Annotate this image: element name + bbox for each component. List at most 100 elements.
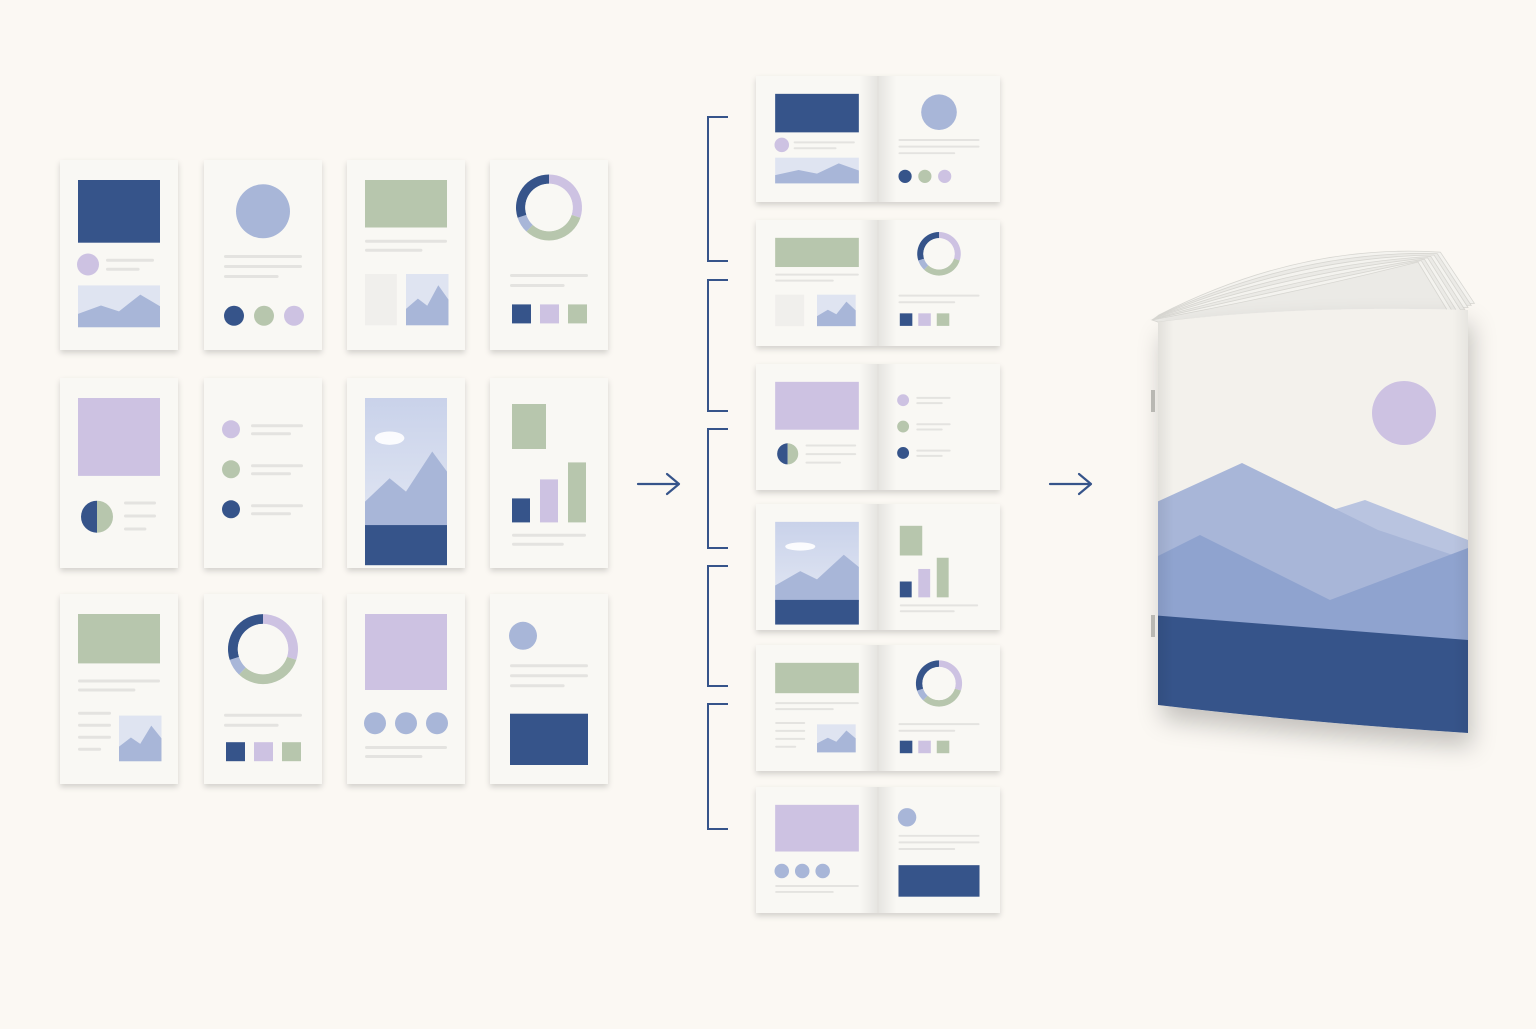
text-line <box>510 274 588 277</box>
spread-page-content <box>898 232 980 326</box>
bullet-dot <box>222 420 240 439</box>
dot <box>364 712 386 735</box>
dot <box>426 712 448 735</box>
text-line <box>916 449 951 452</box>
landscape-mountain <box>78 294 160 328</box>
landscape-mountain <box>775 554 859 602</box>
avatar-circle <box>897 808 917 827</box>
pie-icon <box>777 443 799 465</box>
donut-segment <box>938 660 963 691</box>
page-spread <box>756 645 1000 771</box>
swatch-square <box>918 740 931 754</box>
hero-block <box>78 398 160 476</box>
donut-hole <box>525 183 573 232</box>
donut-segment <box>924 258 960 276</box>
dot <box>284 305 304 326</box>
text-line <box>251 512 291 516</box>
text-line <box>251 432 291 436</box>
chart-block <box>899 525 923 556</box>
individual-pages-grid <box>60 160 608 784</box>
text-line <box>510 284 565 287</box>
text-line <box>78 723 112 727</box>
hero-block <box>775 381 859 430</box>
page-spread <box>756 504 1000 630</box>
hero-block <box>775 93 859 133</box>
landscape-image <box>775 157 859 184</box>
donut-segment <box>526 214 581 241</box>
bullet-list <box>897 394 951 459</box>
header-block <box>775 237 859 268</box>
text-line <box>224 265 302 268</box>
text-line <box>898 841 980 844</box>
spread-page-content <box>775 237 859 327</box>
bar <box>512 498 530 523</box>
placeholder-block <box>365 274 397 326</box>
landscape-mountain <box>775 163 859 184</box>
landscape-image <box>365 398 447 566</box>
chart-block <box>512 404 546 449</box>
staple <box>1151 615 1155 637</box>
page-thumbnail <box>204 160 322 350</box>
text-lines <box>898 723 980 732</box>
landscape-mountain <box>406 285 449 326</box>
text-lines <box>78 679 160 692</box>
swatch-square <box>899 313 913 326</box>
pairing-bracket <box>707 116 728 262</box>
page-thumbnail <box>60 378 178 568</box>
arrow-icon <box>1048 472 1093 496</box>
text-lines <box>793 141 855 150</box>
text-line <box>775 708 834 711</box>
text-line <box>365 239 447 243</box>
page-thumbnail <box>204 594 322 784</box>
text-line <box>898 294 980 297</box>
text-line <box>78 711 112 715</box>
bar <box>918 568 931 598</box>
staple <box>1151 390 1155 412</box>
text-line <box>251 504 303 508</box>
donut-hole <box>923 238 955 270</box>
pairing-bracket <box>707 565 728 687</box>
spread-page-content <box>899 525 979 613</box>
swatch-square <box>282 742 301 762</box>
text-line <box>510 674 588 678</box>
pie-half-left <box>777 443 788 465</box>
text-line <box>224 255 302 258</box>
dot <box>898 169 912 183</box>
swatch-square <box>936 740 950 754</box>
header-block <box>365 180 447 228</box>
avatar-circle <box>509 621 537 650</box>
bound-booklet <box>1150 250 1476 733</box>
swatch-square <box>254 742 273 762</box>
spread-page-content <box>897 808 980 897</box>
donut-segment <box>938 232 961 261</box>
page-spread <box>756 220 1000 346</box>
text-line <box>365 248 423 252</box>
donut-segment <box>918 258 929 270</box>
swatch-square <box>226 742 245 762</box>
spread-page-content <box>775 521 859 625</box>
page-spreads-column <box>756 76 1000 913</box>
pie-icon <box>81 500 113 533</box>
dot <box>395 712 417 735</box>
landscape-image <box>78 285 160 328</box>
bar <box>936 557 949 598</box>
text-line <box>124 527 147 531</box>
cloud-shape <box>374 431 405 445</box>
text-line <box>805 444 857 447</box>
bullet-dot <box>222 500 240 519</box>
text-line <box>510 684 565 688</box>
text-line <box>224 723 279 727</box>
hero-block <box>365 614 447 690</box>
pie-half-left <box>81 500 97 533</box>
text-line <box>898 834 980 837</box>
booklet-page-edges <box>1150 250 1476 323</box>
swatch-row <box>899 740 950 754</box>
text-lines <box>224 713 302 727</box>
text-line <box>898 848 956 851</box>
text-line <box>512 533 586 537</box>
dot <box>918 169 932 183</box>
text-line <box>124 501 156 505</box>
donut-segment <box>917 688 928 701</box>
page-thumbnail <box>490 594 608 784</box>
